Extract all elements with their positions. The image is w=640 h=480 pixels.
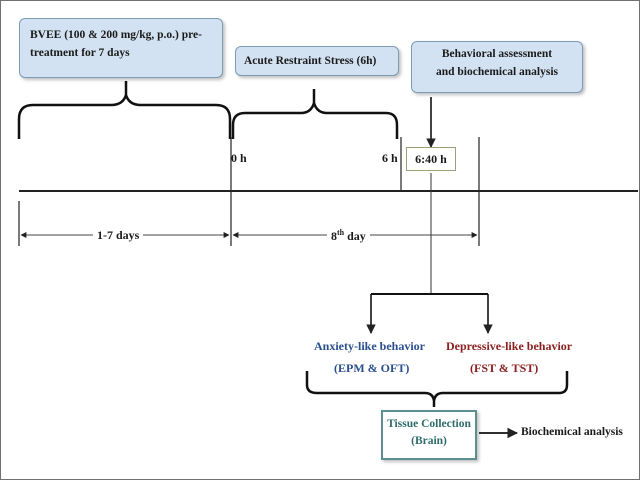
label-640: 6:40 h [415,152,447,166]
span-label-days: 1-7 days [93,228,144,243]
pretreatment-box: BVEE (100 & 200 mg/kg, p.o.) pre-treatme… [19,18,223,78]
stress-box: Acute Restraint Stress (6h) [235,46,399,76]
assessment-box: Behavioral assessment and biochemical an… [411,41,583,93]
label-0h: 0 h [231,151,247,165]
span-label-8th: 8th day [327,228,370,244]
pretreatment-text: BVEE (100 & 200 mg/kg, p.o.) pre-treatme… [30,29,202,59]
tissue-line2: (Brain) [411,435,447,448]
tissue-line1: Tissue Collection [387,418,471,430]
brace-pretreatment [17,81,232,139]
brace-stress [231,89,399,139]
depressive-tests: (FST & TST) [470,361,539,375]
span-label-8th-num: 8 [331,229,337,243]
assessment-line1: Behavioral assessment [441,48,553,60]
brace-behaviors [305,371,569,407]
span-label-8th-word: day [344,229,366,243]
anxiety-title: Anxiety-like behavior [314,339,425,353]
depressive-title: Depressive-like behavior [446,339,573,353]
anxiety-tests: (EPM & OFT) [334,361,410,375]
biochemical-analysis-label: Biochemical analysis [521,426,623,438]
label-640-box: 6:40 h [406,147,456,171]
tissue-collection-box: Tissue Collection (Brain) [381,410,477,460]
span-label-8th-sup: th [337,228,345,237]
assessment-line2: and biochemical analysis [435,65,559,78]
label-6h: 6 h [382,151,398,165]
stress-text: Acute Restraint Stress (6h) [244,55,377,67]
